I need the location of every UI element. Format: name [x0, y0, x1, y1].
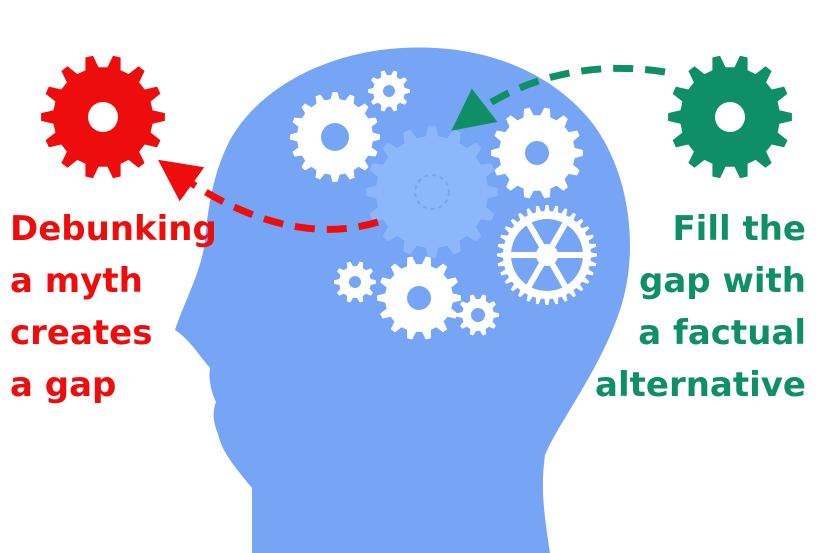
myth-caption-line: Debunking [10, 209, 217, 249]
myth-caption-line: a gap [10, 365, 117, 405]
gear-layer [290, 70, 597, 340]
myth-caption-line: creates [10, 313, 153, 353]
alternative-caption: Fill the gap with a factual alternative [595, 203, 806, 411]
alternative-caption-line: alternative [595, 365, 806, 405]
alternative-caption-line: a factual [638, 313, 806, 353]
gear-ghost-icon [366, 126, 498, 258]
alternative-gear-icon [668, 55, 792, 179]
gear-icon [334, 261, 376, 303]
gear-icon [290, 92, 380, 182]
alternative-caption-line: Fill the [672, 209, 806, 249]
gear-icon [457, 294, 499, 336]
gear-icon [491, 107, 583, 199]
myth-caption-line: a myth [10, 261, 143, 301]
gear-icon [377, 256, 461, 340]
alternative-caption-line: gap with [639, 261, 806, 301]
gear-icon [368, 70, 410, 112]
myth-caption: Debunking a myth creates a gap [10, 203, 217, 411]
myth-gear-icon [41, 55, 165, 179]
gear-wheel-icon [497, 205, 597, 305]
myth-arrow [157, 159, 380, 233]
alternative-arrow [451, 64, 666, 131]
